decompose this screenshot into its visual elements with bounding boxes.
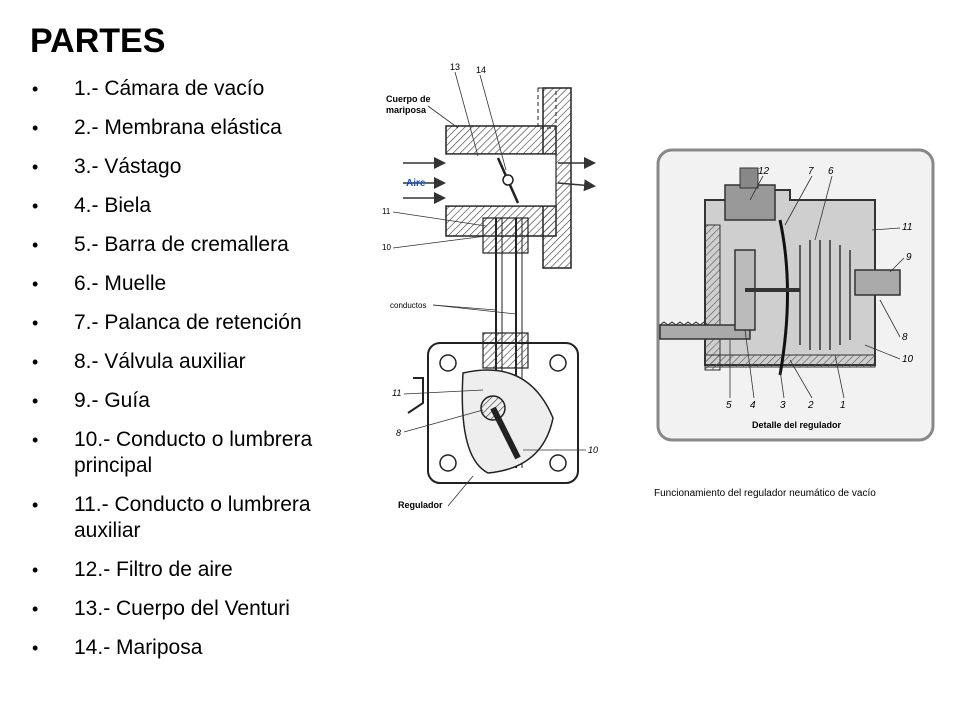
label-9: 9 bbox=[906, 252, 912, 263]
regulator-housing bbox=[427, 342, 579, 484]
detail-rack-bar bbox=[659, 324, 751, 340]
label-11-bottom: 11 bbox=[392, 388, 401, 398]
list-item: 8.- Válvula auxiliar bbox=[30, 349, 375, 375]
label-6: 6 bbox=[828, 166, 834, 177]
list-item: 13.- Cuerpo del Venturi bbox=[30, 596, 375, 622]
list-item: 9.- Guía bbox=[30, 388, 375, 414]
label-10-bottom: 10 bbox=[588, 445, 598, 455]
regulator-chamber bbox=[461, 369, 554, 474]
list-item: 3.- Vástago bbox=[30, 154, 375, 180]
carburetor-diagram: 13 14 Cuerpo de mariposa Aire 11 10 cond… bbox=[382, 62, 598, 510]
caption-detalle: Detalle del regulador bbox=[752, 420, 842, 430]
detail-membrane bbox=[778, 219, 789, 376]
list-item: 2.- Membrana elástica bbox=[30, 115, 375, 141]
list-item: 6.- Muelle bbox=[30, 271, 375, 297]
parts-list: 1.- Cámara de vacío 2.- Membrana elástic… bbox=[30, 76, 375, 674]
label-11: 11 bbox=[902, 222, 912, 233]
label-regulador: Regulador bbox=[398, 500, 443, 510]
label-10-top: 10 bbox=[382, 243, 391, 252]
label-aire: Aire bbox=[406, 178, 426, 189]
label-14: 14 bbox=[476, 65, 486, 75]
detail-guide bbox=[854, 269, 901, 296]
label-5: 5 bbox=[726, 400, 732, 411]
label-10-right: 10 bbox=[902, 354, 914, 365]
detail-spring bbox=[799, 240, 851, 350]
flange-dashed bbox=[537, 87, 557, 129]
list-item: 5.- Barra de cremallera bbox=[30, 232, 375, 258]
list-item: 12.- Filtro de aire bbox=[30, 557, 375, 583]
list-item: 1.- Cámara de vacío bbox=[30, 76, 375, 102]
list-item: 14.- Mariposa bbox=[30, 635, 375, 661]
label-1: 1 bbox=[840, 400, 846, 411]
list-item: 7.- Palanca de retención bbox=[30, 310, 375, 336]
throttle-body-upper bbox=[445, 125, 557, 155]
label-8: 8 bbox=[396, 428, 401, 438]
label-7: 7 bbox=[808, 166, 814, 177]
list-item: 10.- Conducto o lumbrera principal bbox=[30, 427, 375, 479]
label-3: 3 bbox=[780, 400, 786, 411]
label-4: 4 bbox=[750, 400, 756, 411]
conduit-block-bottom bbox=[482, 332, 529, 369]
label-2: 2 bbox=[807, 400, 814, 411]
label-12: 12 bbox=[758, 166, 770, 177]
label-cuerpo-de: Cuerpo de bbox=[386, 94, 431, 104]
regulator-detail-diagram: 12 7 6 11 9 8 10 5 4 3 2 1 Detalle del r… bbox=[654, 148, 935, 499]
label-11-top: 11 bbox=[382, 207, 391, 216]
page-title: PARTES bbox=[30, 22, 166, 60]
list-item: 11.- Conducto o lumbrera auxiliar bbox=[30, 492, 375, 544]
label-13: 13 bbox=[450, 62, 460, 72]
air-filter bbox=[724, 184, 776, 221]
label-8-right: 8 bbox=[902, 332, 908, 343]
label-conductos: conductos bbox=[390, 301, 426, 310]
list-item: 4.- Biela bbox=[30, 193, 375, 219]
throttle-bore bbox=[446, 153, 557, 207]
label-mariposa: mariposa bbox=[386, 105, 427, 115]
caption-funcionamiento: Funcionamiento del regulador neumático d… bbox=[654, 488, 876, 499]
conduit-block-top bbox=[482, 217, 529, 254]
